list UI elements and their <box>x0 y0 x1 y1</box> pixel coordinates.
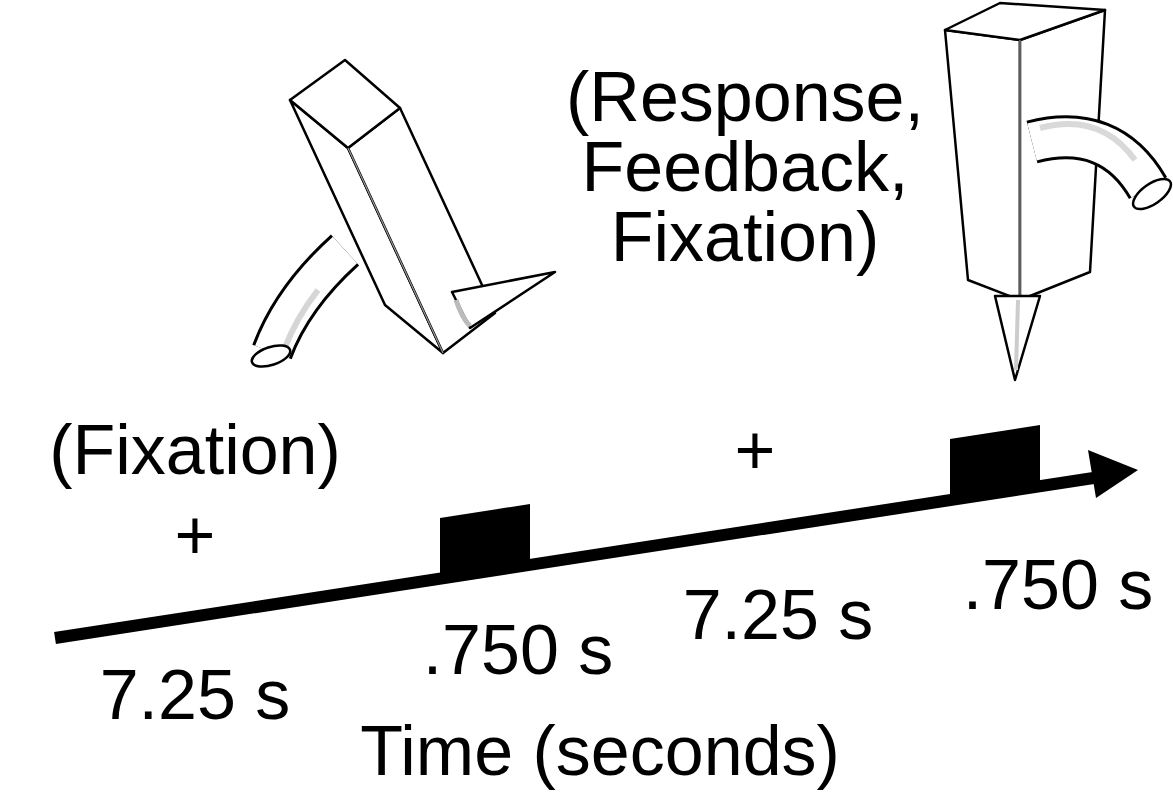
duration-label: 7.25 s <box>683 580 874 650</box>
stimulus-onset-block <box>950 425 1040 499</box>
stimulus-onset-block <box>440 504 530 578</box>
fixation-cross: + <box>735 415 776 485</box>
stimulus-object <box>945 3 1173 380</box>
duration-label: .750 s <box>963 550 1154 620</box>
time-axis <box>55 477 1100 638</box>
phase-label: (Fixation) <box>49 415 341 485</box>
stimulus-object <box>249 60 555 371</box>
phase-label: (Response, Feedback, Fixation) <box>530 62 960 272</box>
axis-arrowhead <box>1088 450 1138 498</box>
fixation-cross: + <box>175 500 216 570</box>
duration-label: .750 s <box>423 615 614 685</box>
axis-title: Time (seconds) <box>360 716 840 786</box>
duration-label: 7.25 s <box>100 660 291 730</box>
